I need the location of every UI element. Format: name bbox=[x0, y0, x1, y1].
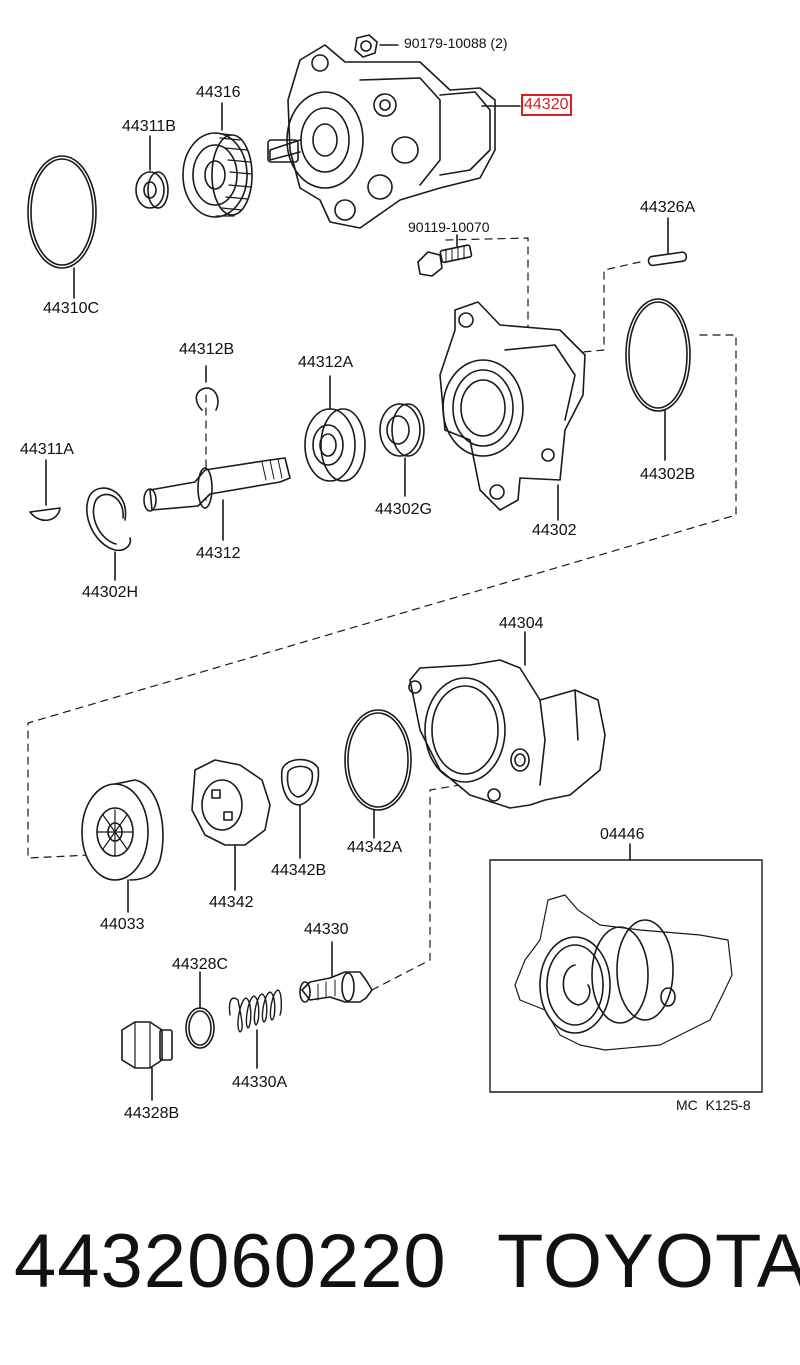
label-44342B: 44342B bbox=[271, 862, 327, 879]
label-44311A: 44311A bbox=[20, 441, 74, 458]
nut-90179-10088 bbox=[354, 34, 399, 58]
plug-44328B bbox=[121, 1021, 173, 1101]
oring-44310C bbox=[27, 155, 97, 299]
label-44312A: 44312A bbox=[298, 354, 354, 371]
label-44302B: 44302B bbox=[640, 466, 696, 483]
label-04446: 04446 bbox=[600, 826, 645, 843]
label-44342A: 44342A bbox=[347, 839, 403, 856]
front-housing-44302 bbox=[439, 301, 586, 521]
label-44330: 44330 bbox=[304, 921, 349, 938]
gasket-kit-04446 bbox=[489, 843, 763, 1093]
label-44302G: 44302G bbox=[375, 501, 432, 518]
label-44302H: 44302H bbox=[82, 584, 139, 601]
label-44302: 44302 bbox=[532, 522, 577, 539]
brand-heading: TOYOTA bbox=[497, 1219, 800, 1304]
oring-44342A bbox=[344, 709, 412, 839]
cam-ring-44342 bbox=[191, 759, 271, 891]
oring-44302B bbox=[625, 298, 691, 461]
gear-44316 bbox=[182, 132, 253, 218]
valve-44330 bbox=[299, 941, 373, 1003]
shaft-44312 bbox=[143, 457, 291, 541]
label-44328C: 44328C bbox=[172, 956, 229, 973]
label-nut-90179-10088: 90179-10088 (2) bbox=[404, 35, 508, 51]
pin-44326A bbox=[647, 217, 688, 267]
washer-44328C bbox=[185, 971, 215, 1049]
label-44326A: 44326A bbox=[640, 199, 696, 216]
label-44033: 44033 bbox=[100, 916, 145, 933]
label-bolt-90119-10070: 90119-10070 bbox=[408, 219, 490, 235]
dashed-guides bbox=[27, 237, 737, 991]
snap-ring-44302H bbox=[86, 487, 132, 581]
label-44316: 44316 bbox=[196, 84, 241, 101]
spring-plate-44342B bbox=[280, 758, 320, 859]
label-44330A: 44330A bbox=[232, 1074, 288, 1091]
label-44328B: 44328B bbox=[124, 1105, 180, 1122]
bolt-90119-10070 bbox=[417, 234, 473, 277]
snap-ring-44312B bbox=[195, 365, 219, 411]
key-44311A bbox=[29, 459, 61, 521]
label-highlighted-part-44320[interactable]: 44320 bbox=[521, 94, 572, 116]
rear-housing-44304 bbox=[408, 631, 606, 809]
diagram-reference-code: MC K125-8 bbox=[676, 1097, 751, 1113]
spring-44330A bbox=[228, 989, 283, 1069]
label-44311B: 44311B bbox=[122, 118, 176, 135]
label-44312: 44312 bbox=[196, 545, 241, 562]
bearing-44312A bbox=[304, 375, 366, 482]
label-44312B: 44312B bbox=[179, 341, 235, 358]
pump-assembly-44320 bbox=[267, 44, 496, 229]
label-44304: 44304 bbox=[499, 615, 544, 632]
rotor-44033 bbox=[81, 779, 164, 913]
seal-44302G bbox=[379, 403, 425, 497]
bearing-44311B bbox=[135, 171, 169, 209]
label-44310C: 44310C bbox=[43, 300, 100, 317]
label-44342: 44342 bbox=[209, 894, 254, 911]
part-number-heading: 4432060220 bbox=[14, 1219, 447, 1304]
